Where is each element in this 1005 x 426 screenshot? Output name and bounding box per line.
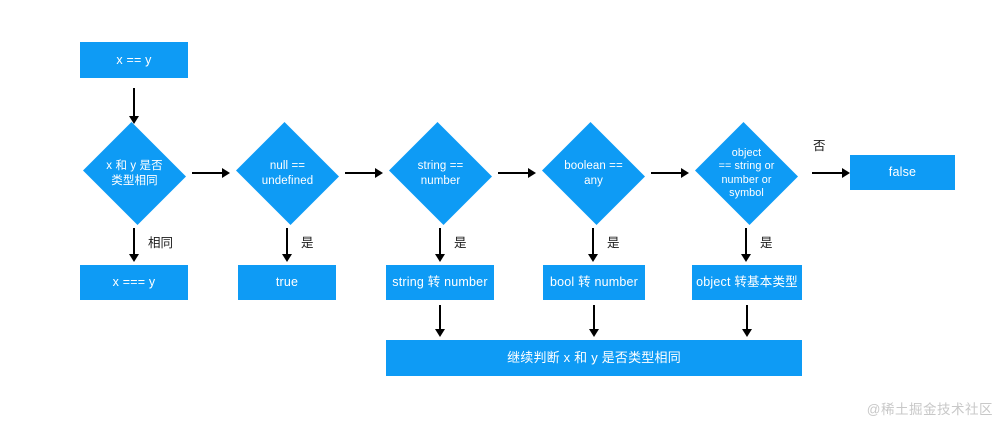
edge-label-xiangtong: 相同 [148,236,174,250]
arrow-object-to-primitive-to-recheck [741,305,753,337]
arrow-head [128,254,139,262]
arrow-d3-to-string-to-number [434,228,446,262]
decision-boolean-any[interactable]: boolean == any [539,122,648,225]
decision-null-undefined[interactable]: null == undefined [233,122,342,225]
node-string-to-number[interactable]: string 转 number [386,265,494,300]
arrow-stem [285,228,288,255]
arrow-head [842,168,850,178]
arrow-head [434,329,445,337]
arrow-head [222,168,230,178]
decision-null-undefined-label: null == undefined [261,159,314,187]
arrow-stem [438,228,441,255]
edge-label-fou: 否 [813,139,826,153]
arrow-head [587,254,598,262]
decision-boolean-any-label: boolean == any [564,159,623,187]
arrow-stem [812,172,843,175]
edge-label-shi-3: 是 [607,236,620,250]
node-false[interactable]: false [850,155,955,190]
node-strict-equals[interactable]: x === y [80,265,188,300]
arrow-head [128,116,139,124]
arrow-stem [345,172,376,175]
arrow-head [528,168,536,178]
edge-label-shi-4: 是 [760,236,773,250]
decision-string-number[interactable]: string == number [386,122,495,225]
node-object-to-primitive[interactable]: object 转基本类型 [692,265,802,300]
arrow-head [434,254,445,262]
arrow-d5-to-false [812,168,850,179]
arrow-head [588,329,599,337]
arrow-d5-to-object-to-primitive [740,228,752,262]
arrow-head [740,254,751,262]
arrow-d1-to-d2 [192,168,230,179]
node-bool-to-number[interactable]: bool 转 number [543,265,645,300]
decision-type-same[interactable]: x 和 y 是否 类型相同 [80,122,189,225]
arrow-head [741,329,752,337]
arrow-d4-to-bool-to-number [587,228,599,262]
arrow-bool-to-number-to-recheck [588,305,600,337]
arrow-d3-to-d4 [498,168,536,179]
arrow-stem [745,305,748,330]
arrow-head [375,168,383,178]
edge-label-shi-1: 是 [301,236,314,250]
arrow-d2-to-d3 [345,168,383,179]
decision-string-number-label: string == number [417,159,464,187]
arrow-d2-to-true [281,228,293,262]
arrow-head [281,254,292,262]
node-true[interactable]: true [238,265,336,300]
arrow-d4-to-d5 [651,168,689,179]
arrow-stem [651,172,682,175]
decision-object-primitive-label: object == string or number or symbol [718,147,775,199]
arrow-stem [591,228,594,255]
arrow-stem [744,228,747,255]
edge-label-shi-2: 是 [454,236,467,250]
decision-type-same-label: x 和 y 是否 类型相同 [106,159,163,187]
arrow-head [681,168,689,178]
arrow-start-to-type-check [128,88,140,124]
decision-object-primitive[interactable]: object == string or number or symbol [692,122,801,225]
watermark: @稀土掘金技术社区 [866,402,993,417]
arrow-stem [132,228,135,255]
arrow-stem [438,305,441,330]
arrow-stem [498,172,529,175]
arrow-stem [592,305,595,330]
arrow-d1-to-strict-equals [128,228,140,262]
node-start-x-equals-y[interactable]: x == y [80,42,188,78]
node-recheck-type-same[interactable]: 继续判断 x 和 y 是否类型相同 [386,340,802,376]
arrow-stem [192,172,223,175]
arrow-string-to-number-to-recheck [434,305,446,337]
arrow-stem [132,88,135,117]
